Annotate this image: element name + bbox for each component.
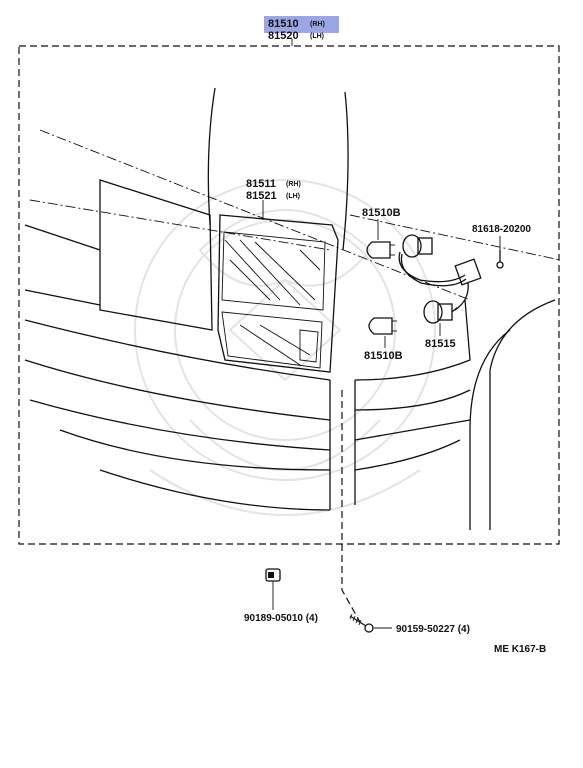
bulb-upper-icon[interactable] — [366, 241, 395, 259]
connector-part-number[interactable]: 81515 — [425, 338, 456, 350]
vehicle-body — [24, 87, 561, 530]
bulb-lower-part-number[interactable]: 81510B — [364, 350, 403, 362]
connector-socket-icon[interactable] — [423, 300, 458, 324]
nut-part-number[interactable]: 90189-05010 (4) — [244, 613, 318, 624]
nut-icon[interactable] — [265, 568, 281, 582]
screw-top-part-number[interactable]: 81618-20200 — [472, 224, 531, 235]
lens-part-tag-lh: (LH) — [286, 193, 300, 200]
screw-bottom-part-number[interactable]: 90159-50227 (4) — [396, 624, 470, 635]
header-highlight — [264, 16, 339, 33]
header-part-tag-rh: (RH) — [310, 21, 325, 28]
header-part-tag-lh: (LH) — [310, 33, 324, 40]
lens-part-number-rh[interactable]: 81511 — [246, 178, 276, 190]
bulb-lower-icon[interactable] — [368, 317, 397, 335]
watermark-emblem — [134, 179, 436, 516]
rear-lamp-lens[interactable] — [217, 214, 339, 373]
diagram-code: ME K167-B — [494, 644, 546, 655]
screw-top-icon[interactable] — [496, 250, 504, 269]
bulb-upper-part-number[interactable]: 81510B — [362, 207, 401, 219]
install-path-line — [341, 390, 361, 623]
lens-part-tag-rh: (RH) — [286, 181, 301, 188]
socket-harness-icon[interactable] — [398, 234, 482, 311]
assembly-boundary — [18, 45, 560, 545]
lens-part-number-lh[interactable]: 81521 — [246, 190, 277, 202]
screw-bottom-icon[interactable] — [349, 613, 374, 633]
header-part-number-lh[interactable]: 81520 — [268, 30, 299, 42]
header-part-number-rh[interactable]: 81510 — [268, 18, 299, 30]
